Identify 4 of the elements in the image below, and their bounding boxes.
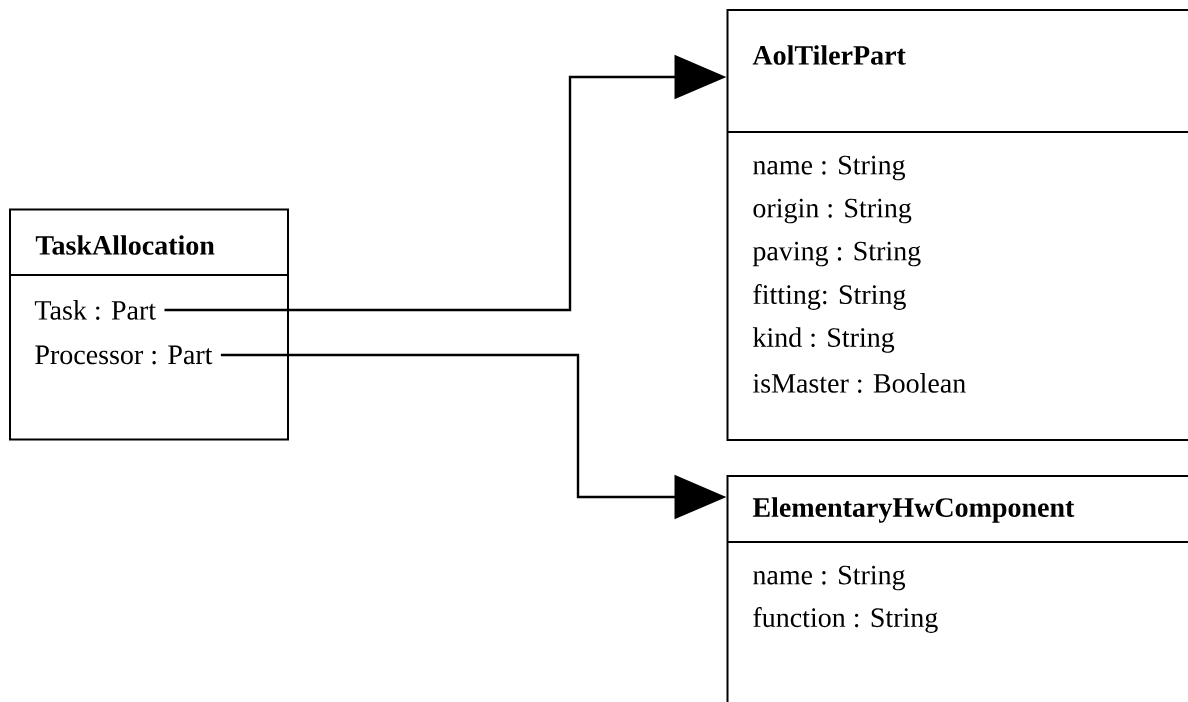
attribute-text: Task : Part (34, 300, 156, 320)
attribute-text: Processor : Part (35, 345, 213, 365)
class-box: ElementaryHwComponent name : String function : String (726, 475, 1188, 702)
class-box: AolTilerPart name : String origin : String paving : String fitting: String kind : String isMaster : Boolean (726, 9, 1188, 441)
